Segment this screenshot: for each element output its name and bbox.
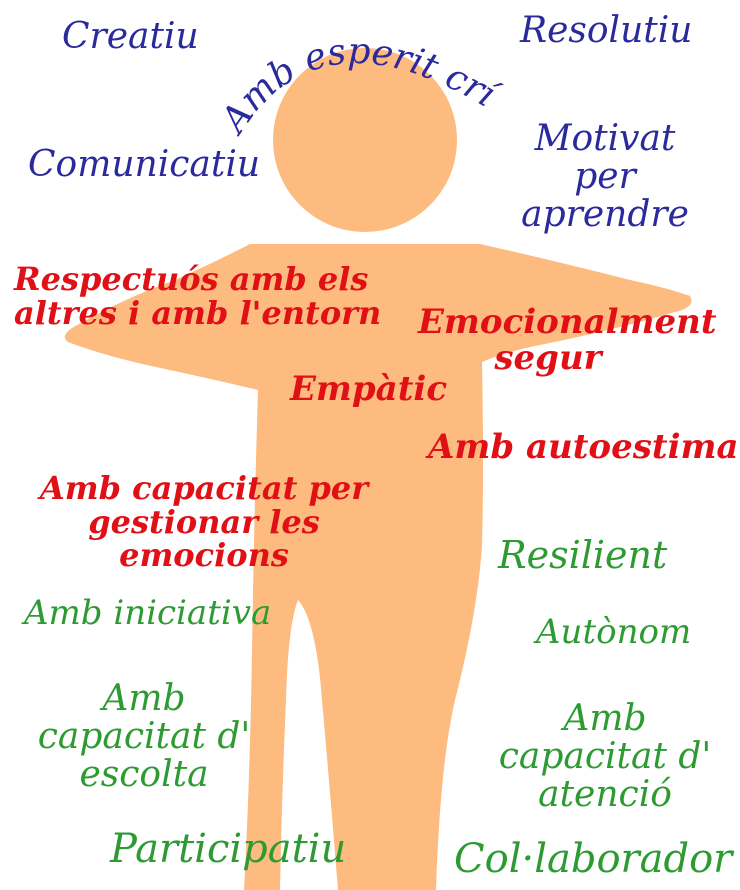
trait-respectuos: Respectuós amb els altres i amb l'entorn — [14, 260, 382, 332]
trait-capacitat-atencio: Amb capacitat d' atenció — [498, 698, 712, 815]
trait-participatiu: Participatiu — [110, 826, 347, 872]
trait-autonom: Autònom — [536, 612, 692, 652]
trait-capacitat-escolta: Amb capacitat d' escolta — [37, 678, 251, 795]
trait-respectuos-line1: Respectuós amb els — [14, 260, 369, 298]
trait-emocionalment-segur: Emocionalment segur — [418, 302, 717, 378]
trait-motivat-per-aprendre: Motivat per aprendre — [521, 118, 689, 235]
trait-collaborador: Col·laborador — [454, 836, 733, 882]
trait-amb-esperit-critic-arc: Amb esperit crític — [200, 0, 506, 142]
trait-empatic: Empàtic — [290, 369, 448, 409]
trait-gestionar-emocions: Amb capacitat per gestionar les emocions — [39, 469, 369, 575]
figure-body — [64, 244, 692, 890]
trait-resilient: Resilient — [498, 533, 668, 577]
trait-amb-autoestima: Amb autoestima — [428, 427, 739, 467]
trait-creatiu: Creatiu — [62, 16, 199, 57]
trait-amb-iniciativa: Amb iniciativa — [24, 593, 272, 633]
figure-head — [273, 48, 457, 232]
trait-resolutiu: Resolutiu — [520, 10, 693, 51]
trait-amb-esperit-critic: Amb esperit crític — [200, 0, 506, 142]
trait-respectuos-line2: altres i amb l'entorn — [14, 293, 382, 332]
trait-comunicatiu: Comunicatiu — [28, 144, 261, 185]
